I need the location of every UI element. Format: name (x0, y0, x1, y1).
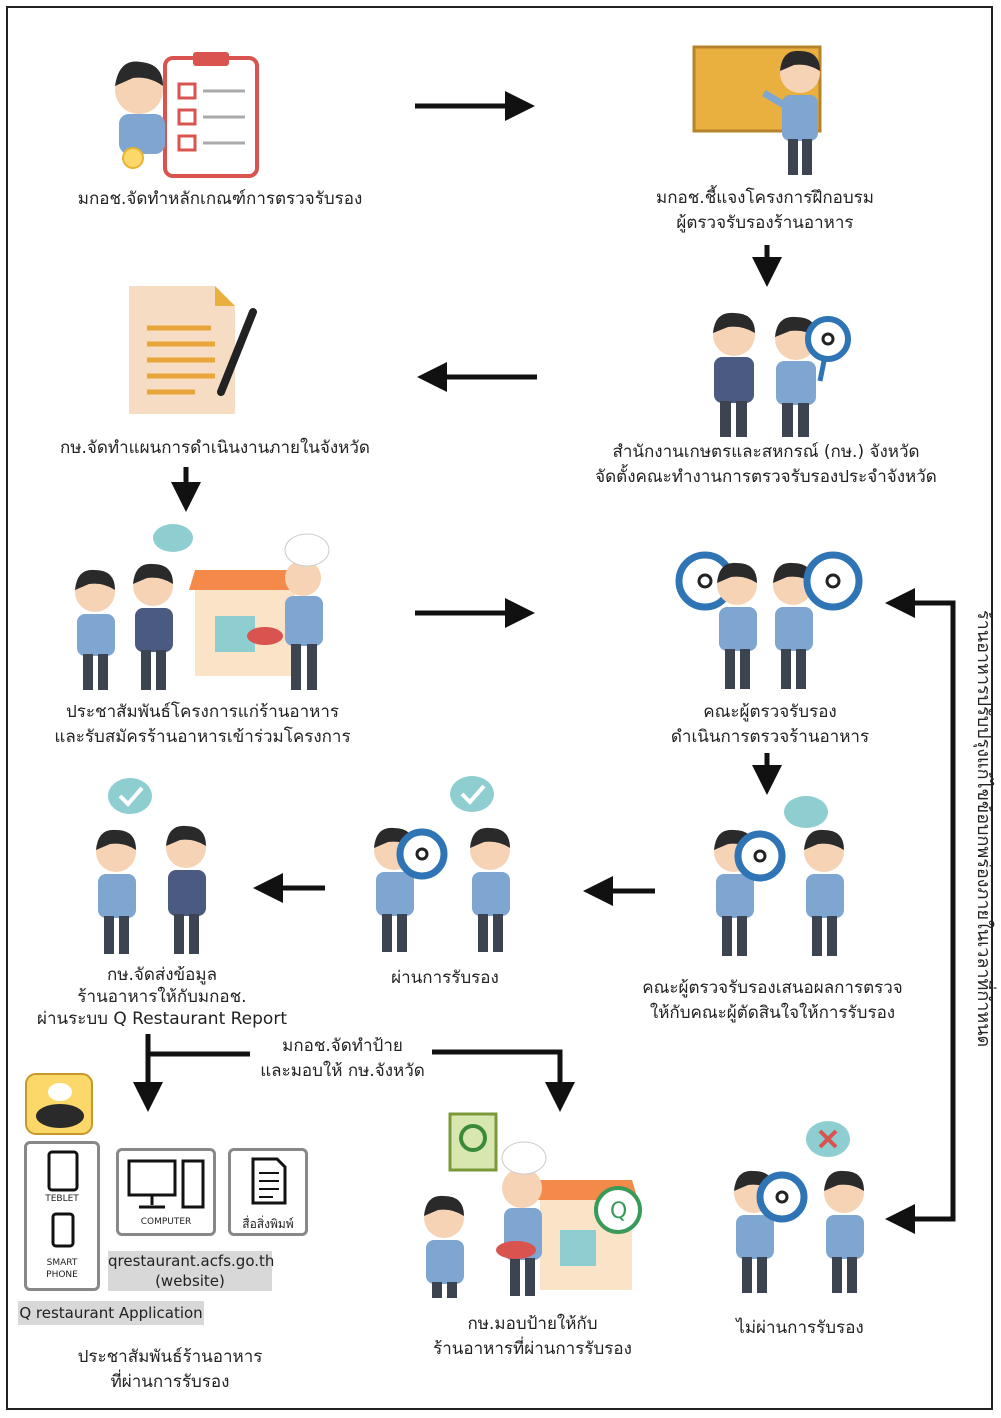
arrow-s10-s11 (432, 1049, 575, 1112)
computer-box: COMPUTER (116, 1148, 216, 1236)
step-award-sign-label: กษ.มอบป้ายให้กับ ร้านอาหารที่ผ่านการรับร… (415, 1312, 650, 1362)
promotion-illustration (55, 520, 355, 699)
improvement-loop-note: ร้านอาหารปรับปรุงแก้ไขข้อบกพร่องภายในเวล… (973, 610, 994, 1048)
send-data-illustration (82, 772, 232, 961)
step-sign-line2: และมอบให้ กษ.จังหวัด (260, 1061, 425, 1081)
step-provincial-team-line1: สำนักงานเกษตรและสหกรณ์ (กษ.) จังหวัด (612, 442, 920, 462)
computer-label: COMPUTER (140, 1217, 192, 1227)
step-provincial-team-line2: จัดตั้งคณะทำงานการตรวจรับรองประจำจังหวัด (595, 467, 937, 487)
smartphone-label-2: PHONE (46, 1270, 78, 1280)
award-sign-illustration: Q (410, 1110, 650, 1304)
step-send-data-line3: ผ่านระบบ Q Restaurant Report (37, 1009, 287, 1029)
step-send-data-line1: กษ.จัดส่งข้อมูล (106, 965, 218, 985)
step-inspection-label: คณะผู้ตรวจรับรอง ดำเนินการตรวจร้านอาหาร (640, 700, 900, 750)
step-present-results-line2: ให้กับคณะผู้ตัดสินใจให้การรับรอง (649, 1003, 896, 1023)
step-criteria-label: มกอช.จัดทำหลักเกณฑ์การตรวจรับรอง (77, 189, 363, 209)
step-promotion-line2: และรับสมัครร้านอาหารเข้าร่วมโครงการ (54, 727, 351, 747)
training-illustration (690, 45, 850, 184)
step-publicize-line1: ประชาสัมพันธ์ร้านอาหาร (77, 1347, 263, 1367)
failed-illustration (720, 1115, 880, 1299)
present-results-illustration (700, 790, 870, 964)
smartphone-label-1: SMART (46, 1258, 78, 1268)
step-training-label: มกอช.ชี้แจงโครงการฝึกอบรม ผู้ตรวจรับรองร… (600, 186, 930, 236)
diagram-frame (6, 6, 993, 1410)
step-publicize-label: ประชาสัมพันธ์ร้านอาหาร ที่ผ่านการรับรอง (40, 1345, 300, 1395)
step-send-data-line2: ร้านอาหารให้กับมกอช. (77, 987, 247, 1007)
step-training-line1: มกอช.ชี้แจงโครงการฝึกอบรม (656, 188, 874, 208)
step-present-results-line1: คณะผู้ตรวจรับรองเสนอผลการตรวจ (642, 978, 903, 998)
step-promotion-label: ประชาสัมพันธ์โครงการแก่ร้านอาหาร และรับส… (30, 700, 375, 750)
step-failed-label: ไม่ผ่านการรับรอง (736, 1318, 864, 1338)
step-inspection-line2: ดำเนินการตรวจร้านอาหาร (670, 727, 870, 747)
step-sign-line1: มกอช.จัดทำป้าย (282, 1036, 403, 1056)
print-media-label: สื่อสิ่งพิมพ์ (242, 1217, 294, 1231)
loop-back-arrow (885, 588, 956, 1222)
step-inspection-line1: คณะผู้ตรวจรับรอง (703, 702, 837, 722)
step-publicize-line2: ที่ผ่านการรับรอง (110, 1372, 230, 1392)
inspection-illustration (665, 545, 875, 699)
tablet-label: TEBLET (45, 1194, 79, 1204)
step-award-sign-line1: กษ.มอบป้ายให้กับ (467, 1314, 598, 1334)
step-provincial-team-label: สำนักงานเกษตรและสหกรณ์ (กษ.) จังหวัด จัด… (580, 440, 952, 490)
website-caption: (website) (155, 1272, 225, 1290)
plan-document-illustration (125, 282, 265, 426)
svg-text:Q: Q (610, 1199, 627, 1224)
step-training-line2: ผู้ตรวจรับรองร้านอาหาร (676, 213, 854, 233)
step-send-data-label: กษ.จัดส่งข้อมูล ร้านอาหารให้กับมกอช. ผ่า… (22, 964, 302, 1030)
step-award-sign-line2: ร้านอาหารที่ผ่านการรับรอง (433, 1339, 632, 1359)
step-sign-label: มกอช.จัดทำป้าย และมอบให้ กษ.จังหวัด (250, 1034, 435, 1084)
criteria-illustration (105, 50, 265, 184)
step-promotion-line1: ประชาสัมพันธ์โครงการแก่ร้านอาหาร (65, 702, 339, 722)
print-media-box: สื่อสิ่งพิมพ์ (228, 1148, 308, 1236)
website-chip: qrestaurant.acfs.go.th (website) (108, 1251, 275, 1291)
step-plan-label: กษ.จัดทำแผนการดำเนินงานภายในจังหวัด (60, 438, 370, 458)
mobile-devices-box: TEBLET SMART PHONE (24, 1141, 100, 1291)
app-icon (24, 1072, 94, 1140)
step-passed-label: ผ่านการรับรอง (391, 968, 499, 988)
website-url: qrestaurant.acfs.go.th (108, 1252, 275, 1270)
passed-illustration (360, 770, 530, 959)
step-present-results-label: คณะผู้ตรวจรับรองเสนอผลการตรวจ ให้กับคณะผ… (630, 976, 915, 1026)
provincial-team-illustration (700, 305, 870, 444)
app-chip: Q restaurant Application (18, 1301, 204, 1325)
